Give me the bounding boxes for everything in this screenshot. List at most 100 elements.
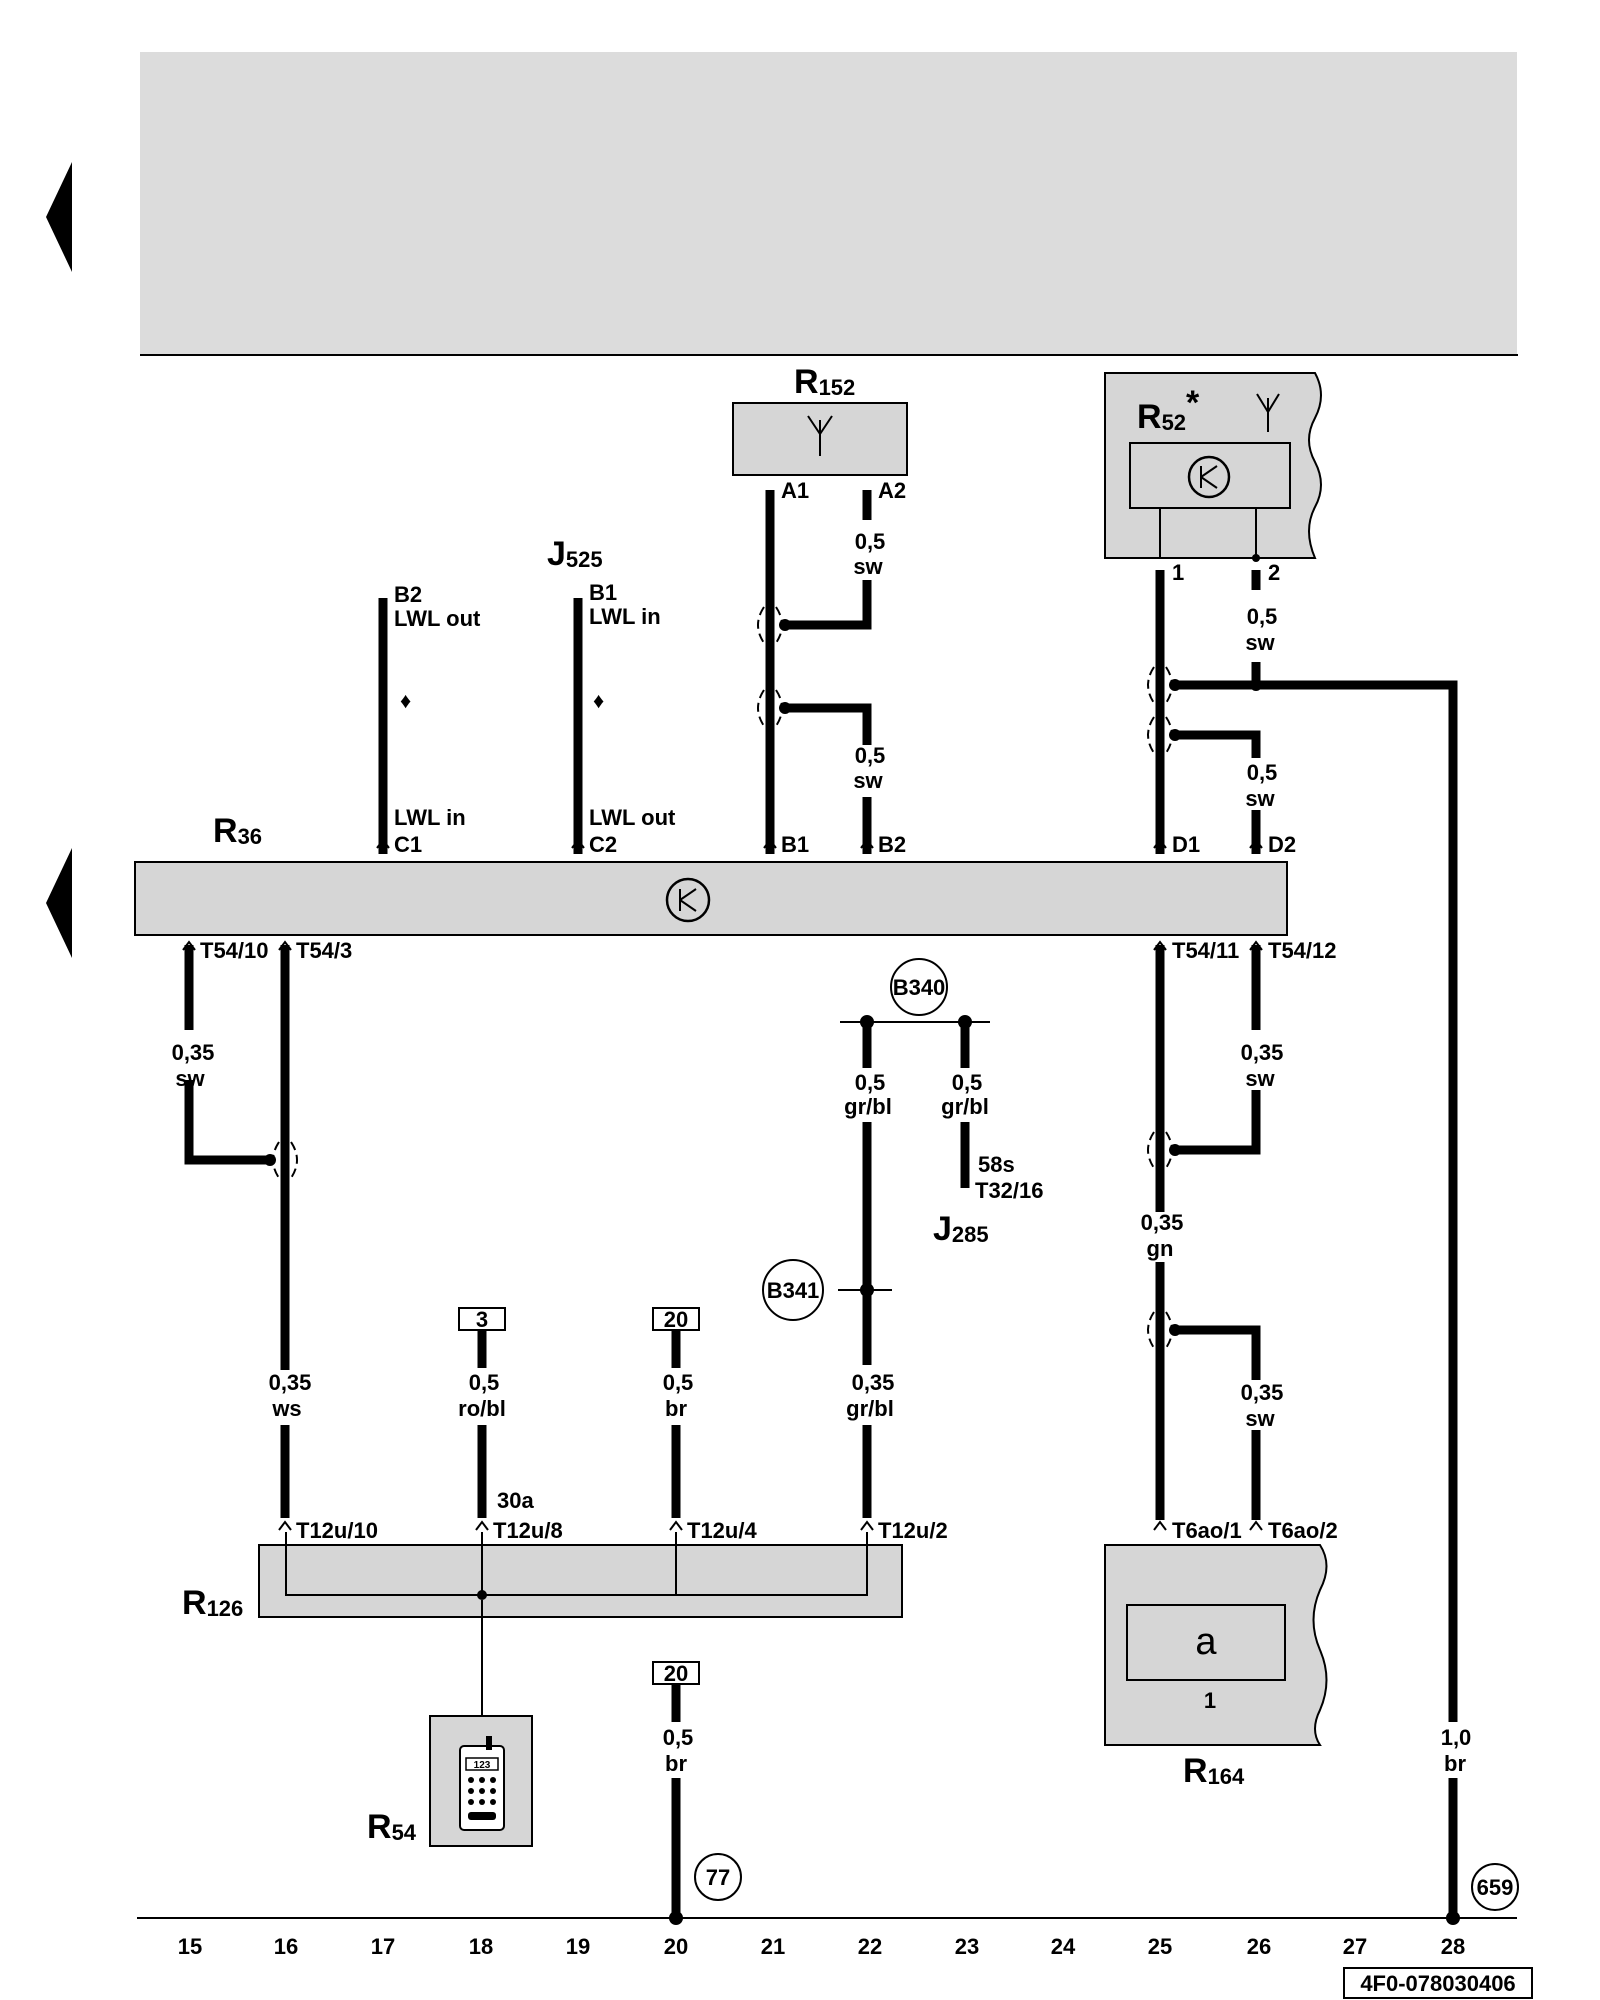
column-number: 21 bbox=[761, 1934, 785, 1959]
column-number: 20 bbox=[664, 1934, 688, 1959]
wire-ground20-color: br bbox=[665, 1751, 687, 1776]
column-number: 19 bbox=[566, 1934, 590, 1959]
doc-id-box bbox=[1343, 1967, 1533, 1999]
doc-id: 4F0-078030406 bbox=[1360, 1971, 1515, 1996]
wire-t12u-2-color: gr/bl bbox=[846, 1396, 894, 1421]
wire-col28-size: 1,0 bbox=[1441, 1725, 1472, 1750]
r36-top-pin-ticks bbox=[376, 838, 1263, 849]
wire-t54-12-size: 0,35 bbox=[1241, 1040, 1284, 1065]
r52-internal-dot bbox=[1252, 554, 1260, 562]
lwl-in-top: LWL in bbox=[589, 604, 661, 629]
wire-r36b2-splice bbox=[785, 703, 872, 745]
lwl-out-top: LWL out bbox=[394, 606, 481, 631]
column-number: 27 bbox=[1343, 1934, 1367, 1959]
r152-pin-a1: A1 bbox=[781, 478, 809, 503]
signal-30a: 30a bbox=[497, 1488, 534, 1513]
j285-pin-t32-16: T32/16 bbox=[975, 1178, 1044, 1203]
prev-section-arrow-icon[interactable] bbox=[46, 848, 72, 958]
t12u-8-pin: T12u/8 bbox=[493, 1518, 563, 1543]
t6ao-2-pin: T6ao/2 bbox=[1268, 1518, 1338, 1543]
j525-label: J525 bbox=[547, 535, 603, 573]
t12u-4-pin: T12u/4 bbox=[687, 1518, 757, 1543]
b341-connector bbox=[762, 1259, 824, 1321]
r36-pin-c1: C1 bbox=[394, 832, 422, 857]
wire-t54-11-size: 0,35 bbox=[1141, 1210, 1184, 1235]
splice-bracket-3 bbox=[1147, 666, 1173, 704]
b341-dot bbox=[860, 1283, 874, 1297]
t54-12-pin: T54/12 bbox=[1268, 938, 1337, 963]
ground-77-label: 77 bbox=[706, 1865, 730, 1890]
antenna-icon bbox=[807, 415, 833, 456]
r52-inner-box bbox=[1129, 442, 1291, 509]
header-panel bbox=[140, 52, 1517, 354]
wire-to-col28 bbox=[1175, 680, 1458, 1918]
wire-r36b2-size: 0,5 bbox=[855, 743, 886, 768]
r36-module-glyph-icon bbox=[679, 888, 697, 912]
wire-t12u-10-color: ws bbox=[271, 1396, 301, 1421]
wire-b340-left-size: 0,5 bbox=[855, 1070, 886, 1095]
r126-junction bbox=[477, 1590, 487, 1600]
wire-b340-right-color: gr/bl bbox=[941, 1094, 989, 1119]
ground-659-label: 659 bbox=[1477, 1875, 1514, 1900]
column-number: 15 bbox=[178, 1934, 202, 1959]
prev-page-arrow-icon[interactable] bbox=[46, 162, 72, 272]
r164-label: R164 bbox=[1183, 1752, 1245, 1790]
r164-symbol: a bbox=[1195, 1621, 1217, 1663]
splice-bracket-1 bbox=[757, 606, 783, 644]
wire-a2-color: sw bbox=[853, 554, 883, 579]
lwl-in-bottom: LWL in bbox=[394, 805, 466, 830]
wire-t12u-8-size: 0,5 bbox=[469, 1370, 500, 1395]
wire-t12u-4-color: br bbox=[665, 1396, 687, 1421]
wire-col28-color: br bbox=[1444, 1751, 1466, 1776]
ref-3: 3 bbox=[476, 1307, 488, 1332]
column-number: 23 bbox=[955, 1934, 979, 1959]
r54-label: R54 bbox=[367, 1808, 417, 1846]
r52-pin-2: 2 bbox=[1268, 560, 1280, 585]
r36-label: R36 bbox=[213, 812, 262, 850]
bottom-pin-ticks bbox=[182, 940, 1263, 1531]
column-number: 26 bbox=[1247, 1934, 1271, 1959]
r52-module-icon bbox=[1187, 455, 1231, 499]
wire-t6ao-2-size: 0,35 bbox=[1241, 1380, 1284, 1405]
r152-label: R152 bbox=[794, 363, 855, 401]
j525-pin-b2: B2 bbox=[394, 582, 422, 607]
wire-t54-11-color: gn bbox=[1147, 1236, 1174, 1261]
fiber-marker-1: ♦ bbox=[400, 688, 411, 713]
ref-20b: 20 bbox=[664, 1661, 688, 1686]
r52-pin-1: 1 bbox=[1172, 560, 1184, 585]
r36-pin-b2: B2 bbox=[878, 832, 906, 857]
keypad-phone-icon: 123 bbox=[459, 1736, 505, 1831]
ref-20a: 20 bbox=[664, 1307, 688, 1332]
r52-module-glyph-icon bbox=[1200, 465, 1218, 489]
wire-b340-left-color: gr/bl bbox=[844, 1094, 892, 1119]
t12u-2-pin: T12u/2 bbox=[878, 1518, 948, 1543]
fiber-marker-2: ♦ bbox=[593, 688, 604, 713]
column-number: 25 bbox=[1148, 1934, 1172, 1959]
splice-bracket-4 bbox=[1147, 716, 1173, 754]
wire-a2-splice bbox=[785, 580, 872, 630]
wire-t54-10-splice bbox=[184, 1080, 270, 1165]
t54-3-pin: T54/3 bbox=[296, 938, 352, 963]
column-number: 17 bbox=[371, 1934, 395, 1959]
r36-pin-d2: D2 bbox=[1268, 832, 1296, 857]
wire-t12u-8-color: ro/bl bbox=[458, 1396, 506, 1421]
column-number: 28 bbox=[1441, 1934, 1465, 1959]
wire-ground20-size: 0,5 bbox=[663, 1725, 694, 1750]
splice-bracket-6 bbox=[272, 1141, 298, 1179]
wire-t12u-10-size: 0,35 bbox=[269, 1370, 312, 1395]
r164-inner-box bbox=[1126, 1604, 1286, 1681]
b340-connector bbox=[890, 958, 948, 1016]
r126-internal bbox=[285, 1532, 868, 1596]
r52-label: R52* bbox=[1137, 384, 1200, 436]
column-number: 16 bbox=[274, 1934, 298, 1959]
r36-pin-b1: B1 bbox=[781, 832, 809, 857]
wire-r52-2-color: sw bbox=[1245, 630, 1275, 655]
column-numbers: 15 16 17 18 19 20 21 22 23 24 25 26 27 2… bbox=[178, 1934, 1465, 1959]
r36-module-icon bbox=[665, 877, 711, 923]
wire-b340-right-size: 0,5 bbox=[952, 1070, 983, 1095]
r126-label: R126 bbox=[182, 1584, 243, 1622]
wire-t6ao-2-splice bbox=[1175, 1325, 1261, 1380]
col28-label-mask bbox=[1432, 1722, 1474, 1778]
r36-pin-c2: C2 bbox=[589, 832, 617, 857]
